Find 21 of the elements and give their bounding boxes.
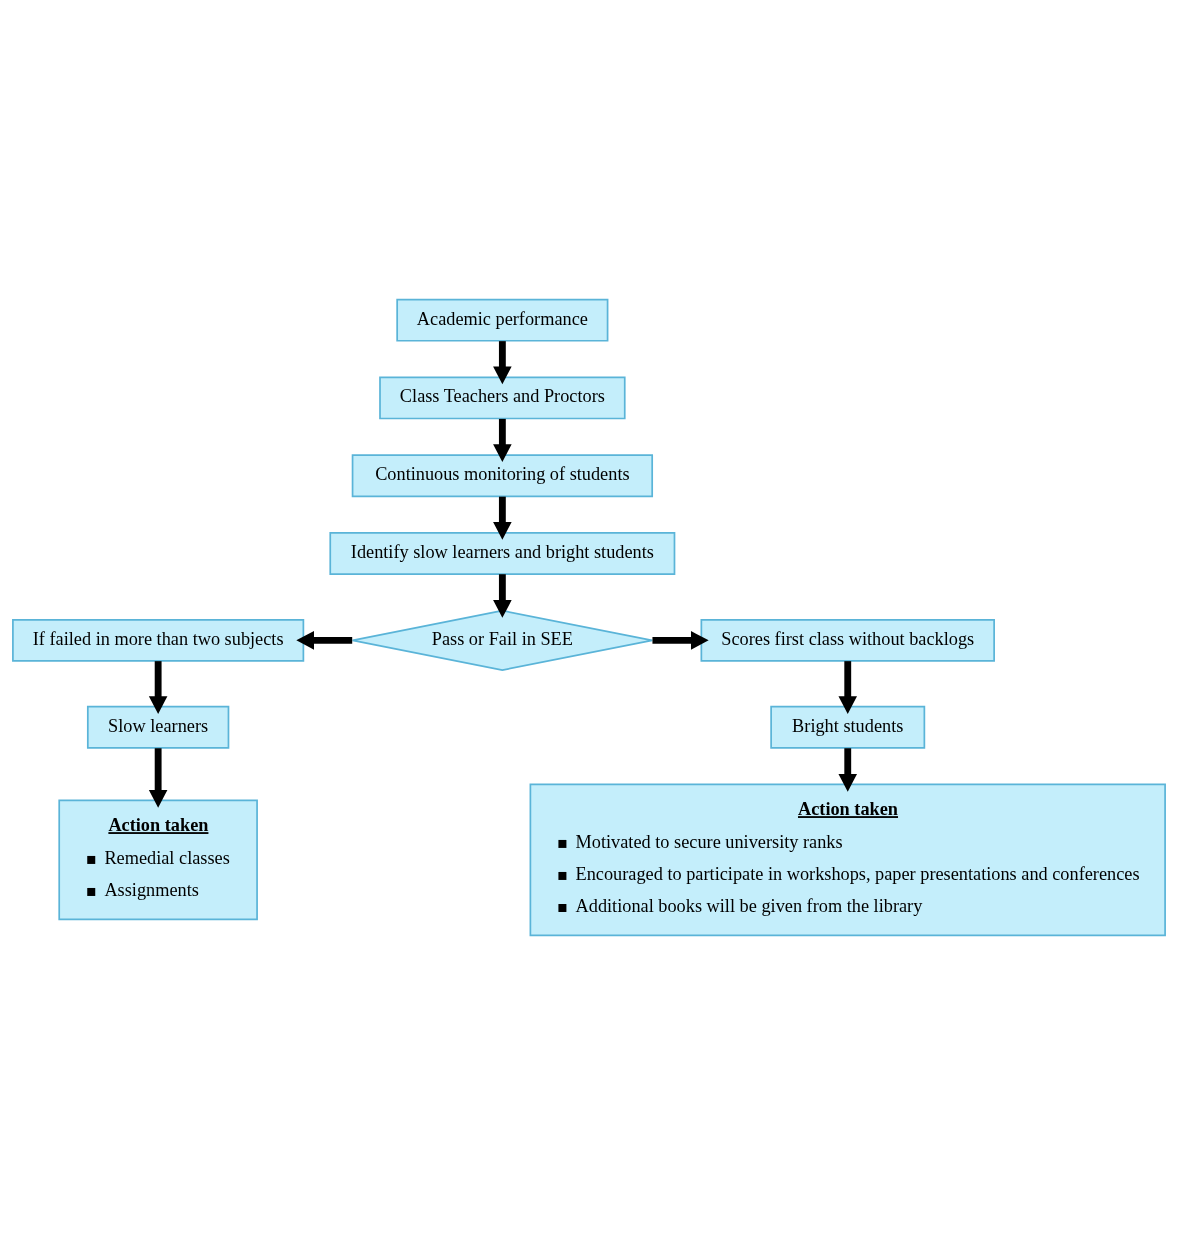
node-box: Continuous monitoring of students — [351, 454, 654, 498]
arrow — [296, 631, 353, 650]
arrow — [493, 496, 512, 540]
node-box: Scores first class without backlogs — [700, 618, 995, 662]
node-box: Action taken Remedial classes Assignments — [58, 799, 258, 921]
arrow — [493, 341, 512, 385]
arrow — [493, 574, 512, 618]
arrow — [838, 748, 858, 792]
arrow — [148, 661, 168, 714]
node-box: Class Teachers and Proctors — [379, 376, 626, 420]
node-box: Action taken Motivated to secure university ranks Encouraged to participate in workshops, paper presentations and conferences Additional books will be given from the library — [529, 783, 1166, 937]
arrow — [652, 631, 709, 650]
node-box: Bright students — [770, 705, 926, 749]
arrow — [838, 661, 858, 714]
arrow — [493, 418, 512, 462]
node-box: Academic performance — [396, 298, 609, 342]
node-box: Identify slow learners and bright students — [329, 532, 676, 575]
node-diamond: Pass or Fail in SEE — [351, 609, 654, 671]
node-box: If failed in more than two subjects — [12, 618, 305, 662]
node-box: Slow learners — [86, 705, 230, 749]
arrow — [148, 748, 168, 808]
